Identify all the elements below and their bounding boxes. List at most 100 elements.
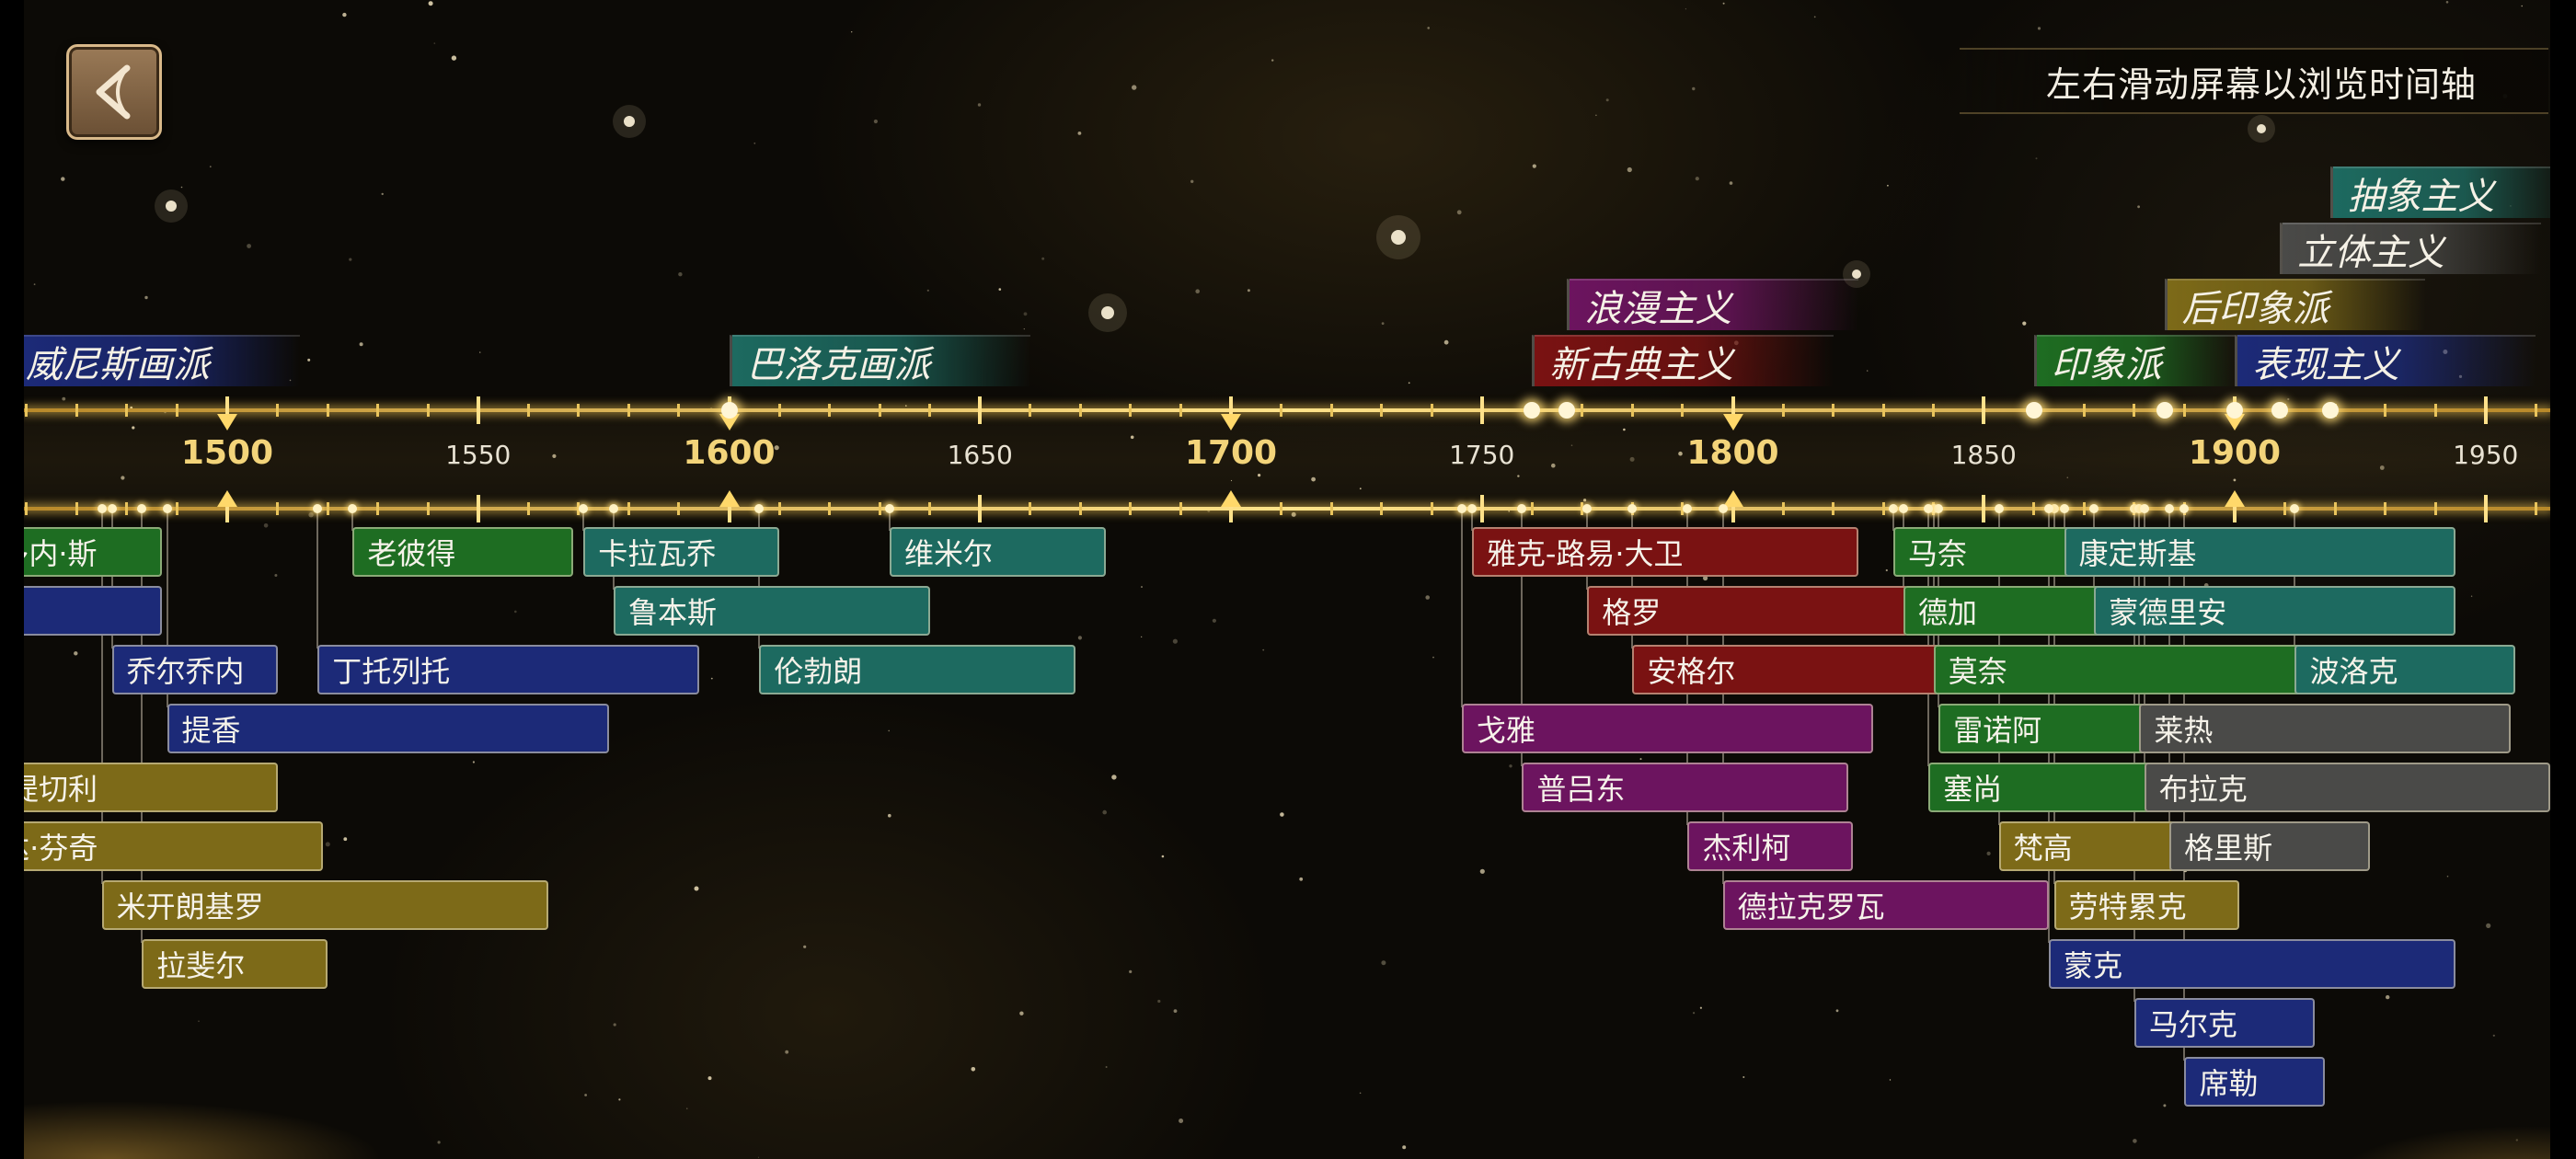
movement-label[interactable]: 巴洛克画派	[729, 335, 1030, 386]
movement-label[interactable]: 新古典主义	[1532, 335, 1834, 386]
artist-birth-marker	[2165, 504, 2175, 513]
artist-bar[interactable]: 鲁本斯	[614, 586, 930, 636]
artist-connector	[1892, 509, 1895, 531]
artist-bar[interactable]: 布拉克	[2144, 763, 2550, 812]
artist-bar[interactable]: 雅克-路易·大卫	[1471, 527, 1858, 577]
timeline-major-tick	[1982, 495, 1986, 522]
star	[166, 201, 177, 212]
artist-bar[interactable]: 康定斯基	[2064, 527, 2455, 577]
movement-label[interactable]: 立体主义	[2280, 223, 2541, 274]
star	[686, 1107, 688, 1109]
star	[2137, 205, 2141, 209]
artist-birth-marker	[2139, 504, 2149, 513]
movement-label[interactable]: 威尼斯画派	[24, 335, 301, 386]
artist-connector	[1470, 509, 1473, 531]
star	[1595, 114, 1597, 117]
artist-bar[interactable]: 卡拉瓦乔	[583, 527, 780, 577]
artist-bar[interactable]: 蒙德里安	[2094, 586, 2455, 636]
timeline-minor-tick	[1781, 404, 1785, 417]
star	[1299, 877, 1304, 881]
star	[1023, 312, 1028, 316]
artist-bar[interactable]: 莫奈	[1933, 645, 2365, 694]
timeline-major-tick	[727, 495, 731, 522]
star	[1132, 85, 1137, 90]
artist-bar[interactable]	[24, 586, 163, 636]
star	[2470, 595, 2473, 597]
timeline-major-tick	[978, 495, 983, 522]
artist-bar[interactable]: 维米尔	[890, 527, 1106, 577]
star	[1129, 970, 1133, 973]
movement-label[interactable]: 印象派	[2033, 335, 2235, 386]
movement-label[interactable]: 浪漫主义	[1567, 279, 1858, 330]
artist-connector	[1631, 509, 1634, 648]
star	[971, 1067, 976, 1072]
movement-marker	[2321, 402, 2339, 419]
star	[274, 574, 278, 577]
artist-bar[interactable]: 劳特累克	[2053, 880, 2240, 930]
artist-bar[interactable]: 波提切利	[24, 763, 278, 812]
star	[1111, 775, 1117, 780]
artist-bar[interactable]: 德拉克罗瓦	[1722, 880, 2050, 930]
star	[584, 1094, 587, 1096]
artist-connector	[1521, 509, 1524, 766]
timeline-minor-tick	[1881, 404, 1885, 417]
year-label: 1750	[1449, 440, 1515, 470]
artist-bar[interactable]: 老彼得	[352, 527, 574, 577]
star	[428, 1, 433, 6]
artist-name: 波提切利	[24, 772, 98, 807]
year-label: 1550	[445, 440, 512, 470]
artist-bar[interactable]: 列奥纳多·达·芬奇	[24, 821, 323, 871]
artist-connector	[2053, 509, 2055, 884]
timeline-minor-tick	[376, 404, 380, 417]
artist-birth-marker	[754, 504, 765, 513]
star	[1019, 1011, 1024, 1016]
star	[247, 244, 251, 248]
star	[1402, 1145, 1407, 1150]
movement-label[interactable]: 后印象派	[2164, 279, 2426, 330]
artist-bar[interactable]: 莱热	[2139, 704, 2511, 753]
star	[613, 1023, 616, 1027]
artist-bar[interactable]: 伦勃朗	[759, 645, 1075, 694]
movement-label[interactable]: 抽象主义	[2329, 166, 2571, 218]
artist-bar[interactable]: 波洛克	[2294, 645, 2516, 694]
timeline-minor-tick	[376, 502, 380, 515]
artist-bar[interactable]: 戈雅	[1461, 704, 1874, 753]
star	[1381, 322, 1385, 325]
movement-label[interactable]: 表现主义	[2235, 335, 2536, 386]
star	[1408, 382, 1410, 384]
artist-bar[interactable]: 格里斯	[2169, 821, 2371, 871]
artist-bar[interactable]: 拉斐尔	[142, 939, 328, 989]
timeline-minor-tick	[2133, 404, 2136, 417]
star	[1509, 764, 1512, 768]
movement-marker	[2226, 402, 2243, 419]
artist-bar[interactable]: 米开朗基罗	[101, 880, 549, 930]
star	[342, 12, 347, 17]
artist-connector	[758, 509, 761, 648]
century-marker-up	[2225, 490, 2245, 507]
artist-bar[interactable]: 马尔克	[2133, 998, 2316, 1048]
artist-connector	[1721, 509, 1724, 884]
timeline-minor-tick	[1430, 404, 1433, 417]
timeline-minor-tick	[1179, 404, 1182, 417]
back-button[interactable]	[66, 44, 162, 140]
artist-bar[interactable]: 丁托列托	[317, 645, 699, 694]
star	[710, 677, 713, 680]
star	[1722, 2, 1725, 5]
star	[678, 272, 683, 277]
star	[62, 396, 66, 401]
artist-bar[interactable]: 杰利柯	[1687, 821, 1854, 871]
artist-bar[interactable]: 格罗	[1587, 586, 1909, 636]
star	[1230, 479, 1233, 482]
star	[180, 186, 183, 189]
artist-bar[interactable]: 乔托·迪·邦多内·斯	[24, 527, 163, 577]
artist-bar[interactable]: 普吕东	[1522, 763, 1848, 812]
artist-bar[interactable]: 提香	[167, 704, 609, 753]
artist-bar[interactable]: 席勒	[2184, 1057, 2326, 1107]
artist-bar[interactable]: 蒙克	[2049, 939, 2455, 989]
timeline-minor-tick	[25, 502, 29, 515]
star	[2515, 1139, 2518, 1142]
artist-bar[interactable]: 乔尔乔内	[111, 645, 278, 694]
timeline-minor-tick	[677, 502, 681, 515]
timeline-minor-tick	[276, 404, 280, 417]
artist-bar[interactable]: 梵高	[1998, 821, 2185, 871]
